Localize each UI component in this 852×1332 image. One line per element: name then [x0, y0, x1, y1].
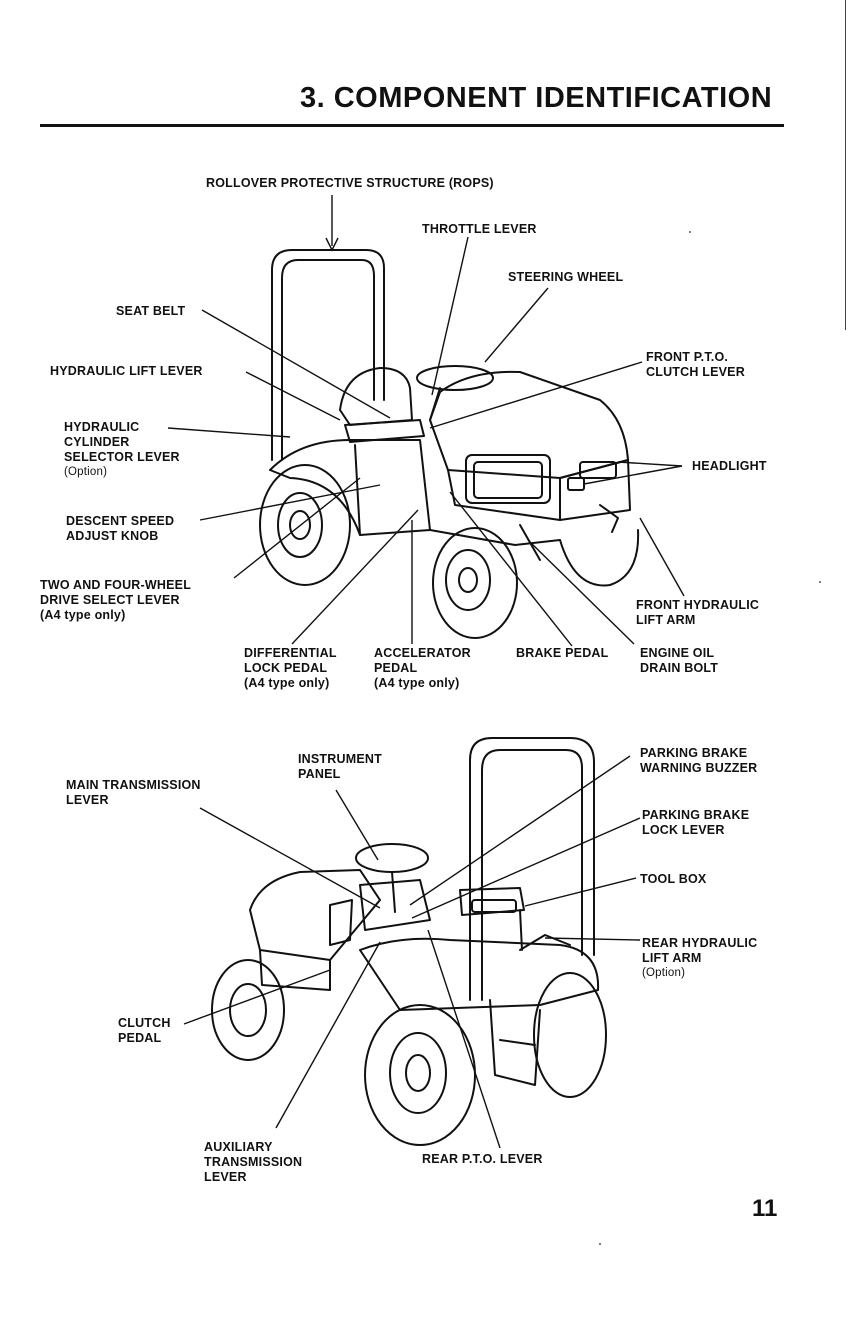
leader-hyd-lift — [245, 371, 341, 421]
leader-brake — [449, 491, 573, 647]
page-edge-line — [845, 0, 846, 330]
leader-pb-lock — [411, 817, 641, 919]
leader-pb-buzzer — [409, 755, 631, 906]
leader-headlight-2 — [583, 465, 683, 485]
label-headlight: HEADLIGHT — [692, 459, 767, 473]
label-brake-pedal: BRAKE PEDAL — [516, 646, 609, 660]
page-title: 3. COMPONENT IDENTIFICATION — [300, 82, 773, 114]
title-rule — [40, 124, 784, 127]
label-front-pto-clutch-lever: FRONT P.T.O.CLUTCH LEVER — [646, 350, 745, 379]
leader-diff — [291, 509, 419, 645]
leader-tool-box — [524, 877, 637, 907]
leader-main-trans — [199, 807, 381, 909]
page-number: 11 — [752, 1195, 778, 1222]
leader-front-pto — [429, 361, 643, 429]
leader-front-hyd — [639, 517, 685, 597]
label-rops: ROLLOVER PROTECTIVE STRUCTURE (ROPS) — [206, 176, 494, 190]
leader-rear-pto — [427, 929, 501, 1149]
label-rear-pto-lever: REAR P.T.O. LEVER — [422, 1152, 543, 1166]
label-throttle-lever: THROTTLE LEVER — [422, 222, 537, 236]
leader-steering — [484, 287, 549, 363]
leader-oil-drain — [527, 539, 635, 645]
leader-seat-belt — [201, 309, 391, 419]
leader-descent — [199, 484, 381, 521]
label-hydraulic-lift-lever: HYDRAULIC LIFT LEVER — [50, 364, 203, 378]
top-tractor-drawing — [259, 249, 640, 639]
leader-clutch — [183, 969, 331, 1025]
page-specks — [599, 231, 821, 1245]
leader-aux-trans — [275, 941, 381, 1129]
label-tool-box: TOOL BOX — [640, 872, 707, 886]
leader-two-four — [233, 477, 361, 579]
leader-rear-hyd — [544, 937, 641, 941]
leader-headlight-1 — [617, 461, 683, 467]
leader-hyd-cyl — [167, 427, 291, 438]
arrow-rops — [325, 237, 339, 252]
leader-instrument — [335, 789, 379, 861]
label-steering-wheel: STEERING WHEEL — [508, 270, 624, 284]
label-seat-belt: SEAT BELT — [116, 304, 186, 318]
bottom-tractor-drawing — [211, 737, 607, 1146]
leader-throttle — [431, 236, 469, 396]
